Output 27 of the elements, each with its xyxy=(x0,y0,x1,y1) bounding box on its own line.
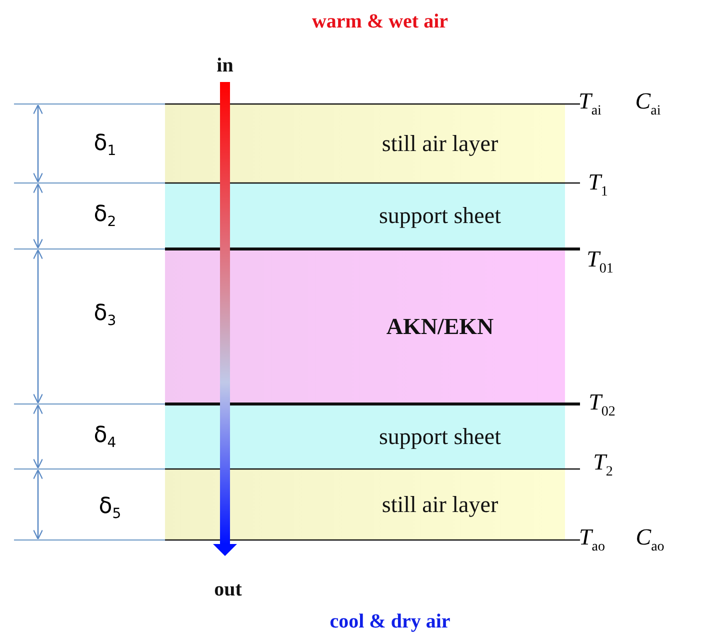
heading-label: warm & wet air xyxy=(312,10,448,34)
layer-band xyxy=(165,104,565,183)
temperature-label: T$_{01}$ xyxy=(586,246,614,278)
temperature-label: T$_{ai}$ xyxy=(578,88,602,120)
inlet-label: in xyxy=(216,54,234,78)
temperature-label: T$_{02}$ xyxy=(588,390,616,420)
layer-band xyxy=(165,183,565,249)
thickness-label: δ$_{1}$ xyxy=(94,130,116,160)
concentration-label: C$_{ao}$ xyxy=(636,524,664,556)
layer-label: support sheet xyxy=(378,203,501,229)
concentration-label: C$_{ai}$ xyxy=(635,88,661,120)
layer-title: AKN/EKN xyxy=(386,314,494,340)
layer-band xyxy=(165,404,565,469)
thickness-label: δ$_{5}$ xyxy=(98,494,122,522)
layer-band xyxy=(165,469,565,540)
thickness-label: δ$_{4}$ xyxy=(94,422,116,452)
temperature-label: T$_{ao}$ xyxy=(579,524,605,556)
temperature-label: T$_{1}$ xyxy=(588,170,608,200)
heading-label: cool & dry air xyxy=(330,610,450,634)
layer-label: still air layer xyxy=(382,130,498,156)
temperature-label: T$_{2}$ xyxy=(593,450,613,480)
thickness-label: δ$_{2}$ xyxy=(94,202,116,230)
layer-label: still air layer xyxy=(382,492,498,518)
outlet-label: out xyxy=(214,578,242,602)
layer-label: support sheet xyxy=(378,424,501,450)
thickness-label: δ$_{3}$ xyxy=(94,300,116,330)
membrane-layer xyxy=(165,249,565,404)
